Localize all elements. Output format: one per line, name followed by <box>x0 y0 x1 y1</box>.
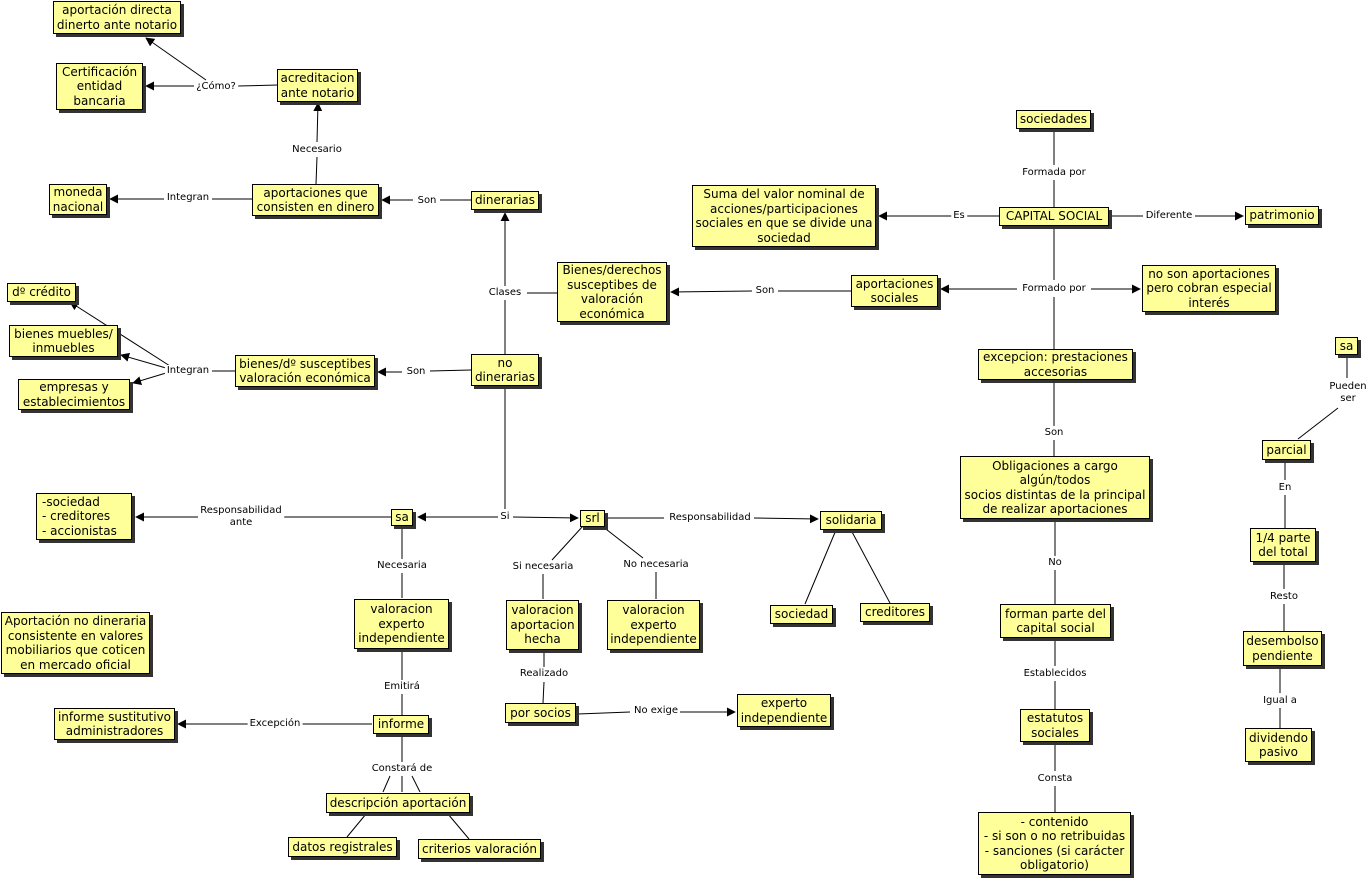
node-srl[interactable]: srl <box>580 510 605 527</box>
node-suma-valor[interactable]: Suma del valor nominal de acciones/parti… <box>692 185 876 247</box>
link-label-son-prestaciones: Son <box>1042 427 1066 439</box>
node-patrimonio[interactable]: patrimonio <box>1245 206 1319 225</box>
link-label-pueden-ser: Pueden ser <box>1327 381 1369 405</box>
link-label-clases: Clases <box>486 287 524 299</box>
link-label-constara-de: Constará de <box>369 763 435 775</box>
link-label-como: ¿Cómo? <box>194 81 238 93</box>
node-aportaciones-dinero[interactable]: aportaciones que consisten en dinero <box>252 184 379 216</box>
link-label-en: En <box>1276 482 1294 494</box>
node-cuarto-parte[interactable]: 1/4 parte del total <box>1250 528 1316 562</box>
node-informe-sustitutivo[interactable]: informe sustitutivo administradores <box>54 708 175 740</box>
link-label-no-necesaria: No necesaria <box>621 559 691 571</box>
node-acreditacion-notario[interactable]: acreditacion ante notario <box>277 69 358 102</box>
node-aportacion-directa[interactable]: aportación directa dinerto ante notario <box>53 1 181 34</box>
node-dinerarias[interactable]: dinerarias <box>471 191 539 210</box>
node-valoracion-experto-sa[interactable]: valoracion experto independiente <box>354 599 449 649</box>
link-label-formada-por: Formada por <box>1020 167 1088 179</box>
link-label-necesaria: Necesaria <box>375 560 429 572</box>
link-label-excepcion: Excepción <box>247 718 303 730</box>
link-label-no: No <box>1046 557 1064 569</box>
node-sociedades[interactable]: sociedades <box>1016 110 1091 129</box>
node-dividendo-pasivo[interactable]: dividendo pasivo <box>1245 728 1312 762</box>
node-contenido[interactable]: - contenido - si son o no retribuidas - … <box>978 812 1131 875</box>
link-label-diferente: Diferente <box>1143 210 1195 222</box>
link-label-emitira: Emitirá <box>382 681 422 693</box>
node-desembolso-pendiente[interactable]: desembolso pendiente <box>1243 631 1322 666</box>
node-bienes-do[interactable]: bienes/dº susceptibes valoración económi… <box>235 355 375 387</box>
link-label-es: Es <box>951 210 967 222</box>
node-sociedad[interactable]: sociedad <box>770 605 833 624</box>
node-informe[interactable]: informe <box>373 715 429 734</box>
node-certificacion-bancaria[interactable]: Certificación entidad bancaria <box>56 63 143 110</box>
link-label-establecidos: Establecidos <box>1021 668 1089 680</box>
link-label-son-dinero: Son <box>415 195 439 207</box>
link-label-si: Si <box>498 511 512 523</box>
node-creditores[interactable]: creditores <box>860 603 930 622</box>
node-moneda-nacional[interactable]: moneda nacional <box>49 184 107 215</box>
node-no-dinerarias[interactable]: no dinerarias <box>471 354 539 386</box>
node-bienes-derechos[interactable]: Bienes/derechos susceptibes de valoració… <box>557 262 667 322</box>
node-solidaria[interactable]: solidaria <box>820 511 882 530</box>
link-label-realizado: Realizado <box>517 668 571 680</box>
node-experto-independiente[interactable]: experto independiente <box>737 694 831 727</box>
node-sa[interactable]: sa <box>391 509 413 526</box>
node-parcial[interactable]: parcial <box>1262 440 1311 460</box>
link-label-son-sociales: Son <box>753 285 777 297</box>
node-no-son-aportaciones[interactable]: no son aportaciones pero cobran especial… <box>1142 265 1276 312</box>
node-excepcion-prestaciones[interactable]: excepcion: prestaciones accesorias <box>978 349 1133 380</box>
node-descripcion-aportacion[interactable]: descripción aportación <box>326 793 470 813</box>
node-valoracion-experto-srl[interactable]: valoracion experto independiente <box>607 600 700 650</box>
node-bienes-muebles[interactable]: bienes muebles/ inmuebles <box>9 325 118 357</box>
link-label-si-necesaria: Si necesaria <box>510 561 576 573</box>
node-capital-social[interactable]: CAPITAL SOCIAL <box>999 207 1109 226</box>
link-label-necesario: Necesario <box>290 144 344 156</box>
node-criterios-valoracion[interactable]: criterios valoración <box>418 839 541 859</box>
node-valoracion-aportacion[interactable]: valoracion aportacion hecha <box>506 600 579 650</box>
link-label-no-exige: No exige <box>632 705 680 717</box>
node-por-socios[interactable]: por socios <box>505 703 576 723</box>
link-label-integran-bienes: Integran <box>164 365 212 377</box>
node-aportaciones-sociales[interactable]: aportaciones sociales <box>851 275 938 307</box>
node-forman-parte[interactable]: forman parte del capital social <box>1000 604 1111 638</box>
node-sociedad-creditores-accionistas[interactable]: -sociedad - creditores - accionistas <box>36 493 132 540</box>
node-aportacion-no-dineraria[interactable]: Aportación no dineraria consistente en v… <box>1 612 150 674</box>
node-estatutos-sociales[interactable]: estatutos sociales <box>1020 709 1090 742</box>
link-label-son-bienes: Son <box>404 366 428 378</box>
link-label-consta: Consta <box>1035 773 1075 785</box>
link-label-responsabilidad: Responsabilidad <box>667 512 753 524</box>
link-label-responsabilidad-ante: Responsabilidad ante <box>198 505 284 529</box>
node-empresas[interactable]: empresas y establecimientos <box>18 379 130 410</box>
node-datos-registrales[interactable]: datos registrales <box>288 837 397 857</box>
node-obligaciones[interactable]: Obligaciones a cargo algún/todos socios … <box>960 456 1150 519</box>
link-label-integran-moneda: Integran <box>164 192 212 204</box>
node-credito[interactable]: dº crédito <box>7 283 76 302</box>
link-label-igual-a: Igual a <box>1261 695 1299 707</box>
link-label-resto: Resto <box>1268 591 1300 603</box>
link-label-formado-por: Formado por <box>1020 283 1088 295</box>
node-sa-parcial[interactable]: sa <box>1335 337 1358 355</box>
